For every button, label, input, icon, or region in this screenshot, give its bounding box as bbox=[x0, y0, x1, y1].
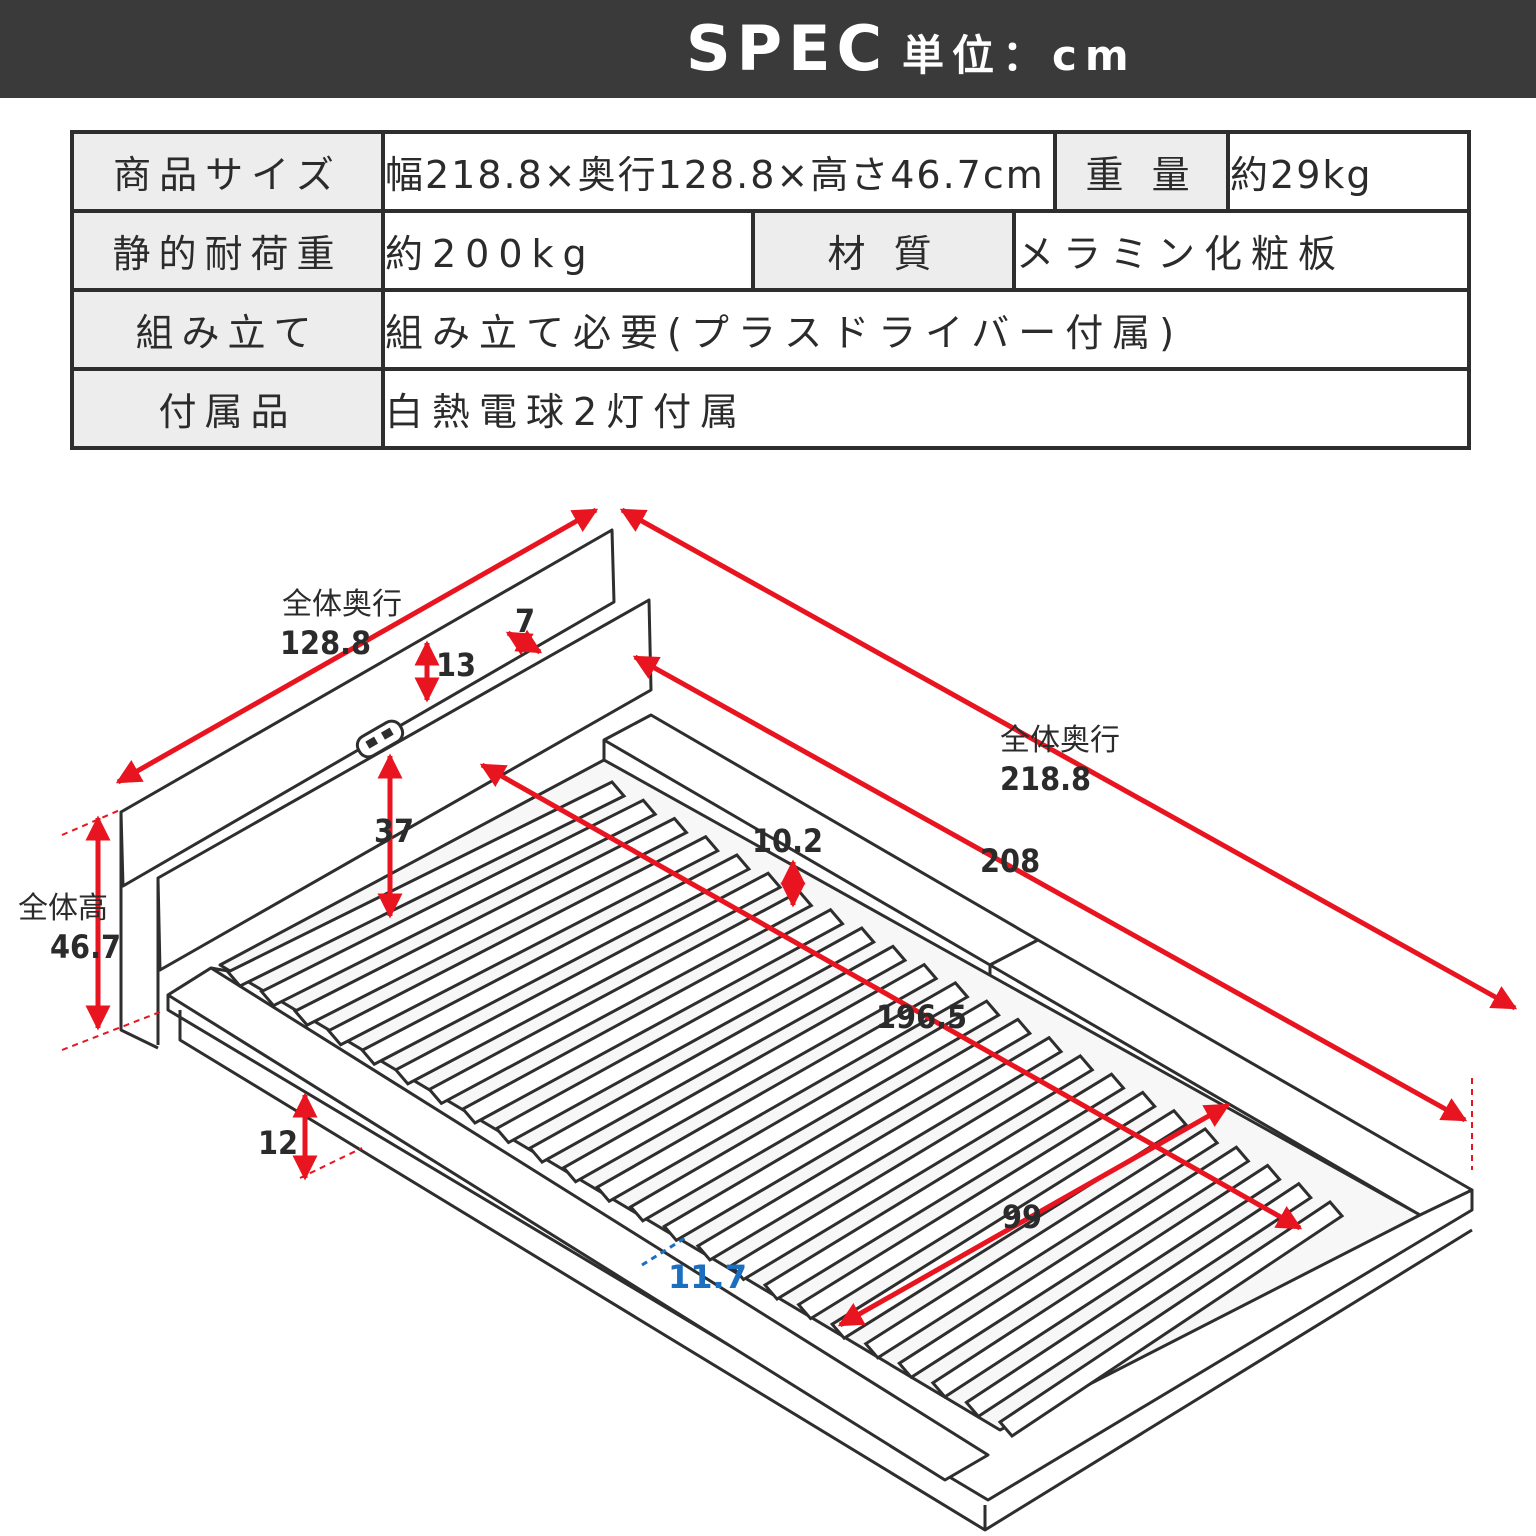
header-bar: SPEC 単位：cm bbox=[0, 0, 1536, 98]
height-label: 全体高 bbox=[18, 891, 108, 926]
dim-196-5: 196.5 bbox=[876, 998, 967, 1036]
dim-line-7 bbox=[505, 629, 543, 656]
value-load: 約200kg bbox=[381, 209, 755, 292]
dim-12: 12 bbox=[258, 1124, 298, 1162]
header-unit: 単位：cm bbox=[902, 31, 1137, 80]
dim-37: 37 bbox=[374, 812, 414, 850]
dim-line-11-7 bbox=[641, 1236, 686, 1267]
header-title: SPEC bbox=[686, 12, 888, 85]
spec-row-load: 静的耐荷重 約200kg 材 質 メラミン化粧板 bbox=[70, 209, 1472, 292]
extension-lines bbox=[61, 809, 1473, 1179]
value-weight: 約29kg bbox=[1226, 130, 1472, 213]
dim-13: 13 bbox=[436, 646, 476, 684]
label-load: 静的耐荷重 bbox=[70, 209, 385, 292]
dim-10-2: 10.2 bbox=[752, 822, 823, 860]
dim-99: 99 bbox=[1002, 1198, 1042, 1236]
spec-row-accessories: 付属品 白熱電球2灯付属 bbox=[70, 367, 1472, 450]
height-value: 46.7 bbox=[50, 928, 121, 966]
spec-table: 商品サイズ 幅218.8×奥行128.8×高さ46.7cm 重 量 約29kg … bbox=[70, 130, 1472, 450]
depth-label: 全体奥行 bbox=[282, 587, 402, 622]
value-size: 幅218.8×奥行128.8×高さ46.7cm bbox=[380, 130, 1058, 213]
length-label: 全体奥行 bbox=[1000, 723, 1120, 758]
depth-value: 128.8 bbox=[280, 624, 371, 662]
label-assembly: 組み立て bbox=[70, 288, 385, 371]
label-weight: 重 量 bbox=[1053, 130, 1231, 213]
label-size: 商品サイズ bbox=[70, 130, 385, 213]
dim-line-99 bbox=[837, 1102, 1231, 1328]
dim-11-7: 11.7 bbox=[668, 1258, 747, 1296]
spec-row-assembly: 組み立て 組み立て必要(プラスドライバー付属) bbox=[70, 288, 1472, 371]
length-value: 218.8 bbox=[1000, 760, 1091, 798]
label-material: 材 質 bbox=[751, 209, 1016, 292]
dim-line-depth-128 bbox=[115, 507, 599, 785]
label-accessories: 付属品 bbox=[70, 367, 385, 450]
value-accessories: 白熱電球2灯付属 bbox=[380, 367, 1472, 450]
bed-frame bbox=[119, 528, 1474, 1532]
dim-7: 7 bbox=[515, 602, 535, 640]
value-material: メラミン化粧板 bbox=[1011, 209, 1472, 292]
dimension-lines bbox=[85, 507, 1518, 1328]
value-assembly: 組み立て必要(プラスドライバー付属) bbox=[380, 288, 1472, 371]
bed-dimension-diagram: 全体奥行 128.8 全体奥行 218.8 全体高 46.7 7 13 37 1… bbox=[18, 507, 1518, 1532]
dim-208: 208 bbox=[980, 842, 1040, 880]
spec-row-size: 商品サイズ 幅218.8×奥行128.8×高さ46.7cm 重 量 約29kg bbox=[70, 130, 1472, 213]
